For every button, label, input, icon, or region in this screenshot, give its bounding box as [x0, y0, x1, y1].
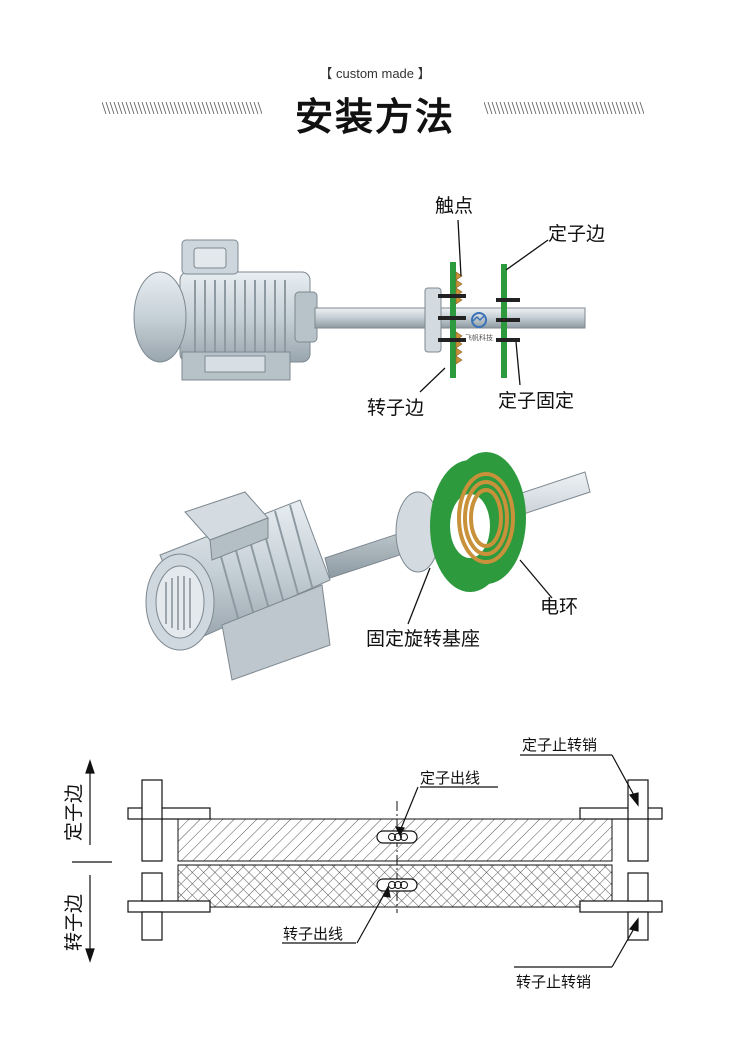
figure-isometric-view: 电环 固定旋转基座: [145, 452, 591, 681]
label-stator-fix: 定子固定: [498, 390, 574, 412]
label-rotor-side: 转子边: [367, 397, 424, 419]
label-stator-side-vertical: 定子边: [63, 784, 85, 841]
decorative-hatch-right: [484, 101, 644, 115]
label-slip-ring: 电环: [540, 596, 578, 618]
decorative-hatch-left: [102, 101, 262, 115]
label-rotor-wire: 转子出线: [283, 925, 343, 943]
figure-section-diagram: 定子边 转子边 定子出线 转子出: [63, 736, 663, 991]
figure-side-view: 飞帆科技 触点 定子边 转子边 定子固定: [133, 195, 605, 419]
page-title: 安装方法: [294, 95, 455, 139]
label-contact: 触点: [435, 195, 473, 217]
label-stator-pin: 定子止转销: [522, 736, 597, 754]
label-stator-side: 定子边: [548, 223, 605, 245]
logo-text: 飞帆科技: [465, 333, 493, 342]
label-rotor-side-vertical: 转子边: [63, 894, 85, 951]
motor-isometric: [145, 491, 331, 681]
label-base: 固定旋转基座: [366, 628, 480, 650]
motor-side: [133, 239, 318, 381]
logo-icon: [471, 312, 487, 328]
label-rotor-pin: 转子止转销: [516, 973, 591, 991]
label-stator-wire: 定子出线: [420, 769, 480, 787]
subtitle-tag: 【 custom made 】: [319, 66, 431, 81]
